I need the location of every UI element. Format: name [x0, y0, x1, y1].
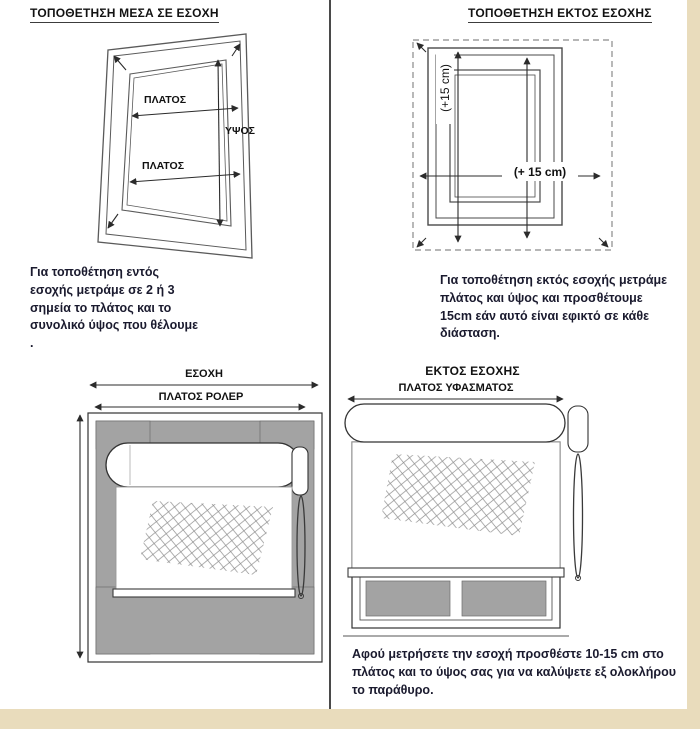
fabric-mesh-texture [381, 454, 535, 536]
blind-bottom-bar [112, 588, 296, 598]
title-inside-recess: ΤΟΠΟΘΕΤΗΣΗ ΜΕΣΑ ΣΕ ΕΣΟΧΗ [30, 6, 219, 23]
width-label-bottom: ΠΛΑΤΟΣ [142, 160, 184, 172]
roller-width-label: ΠΛΑΤΟΣ ΡΟΛΕΡ [159, 391, 244, 403]
horizontal-allowance-label: (+ 15 cm) [514, 165, 566, 179]
label-backdrop [436, 54, 454, 124]
corner-arrow-top-left-icon [416, 42, 427, 53]
window-glass-panes [365, 580, 547, 617]
window-frame [427, 47, 563, 226]
pull-chain-end [575, 575, 581, 581]
width-arrow-bottom [129, 170, 241, 186]
corner-arrow-bottom-right-icon [598, 237, 609, 248]
height-arrow [214, 59, 224, 227]
page-frame-right [687, 0, 700, 729]
fabric-width-label: ΠΛΑΤΟΣ ΥΦΑΣΜΑΤΟΣ [399, 382, 514, 394]
corner-arrow-top-right-icon [231, 43, 241, 57]
corner-arrow-bottom-left-icon [416, 237, 427, 248]
blind-bottom-bar [347, 567, 565, 578]
recess-label: ΕΣΟΧΗ [185, 368, 223, 380]
pull-chain [572, 453, 584, 579]
diagram-window-outside-recess: (+15 cm) (+ 15 cm) [412, 39, 613, 251]
roller-bracket [567, 405, 589, 453]
diagram-roller-inside-recess: ΕΣΟΧΗ ΠΛΑΤΟΣ ΡΟΛΕΡ [76, 368, 323, 663]
window-frame-perspective [97, 33, 253, 259]
allowance-dashed-outline [412, 39, 613, 251]
roller-tube [105, 442, 301, 488]
corner-arrow-bottom-left-icon [107, 213, 119, 229]
vertical-divider [329, 0, 331, 709]
measure-arrows [107, 43, 241, 229]
width-label-top: ΠΛΑΤΟΣ [144, 94, 186, 106]
height-label: ΥΨΟΣ [225, 125, 255, 137]
pull-chain-end [298, 593, 304, 599]
title-outside-recess: ΤΟΠΟΘΕΤΗΣΗ ΕΚΤΟΣ ΕΣΟΧΗΣ [468, 6, 652, 23]
fabric-mesh-texture [140, 501, 273, 575]
label-backdrop [502, 162, 578, 181]
caption-inside-recess: Για τοποθέτηση εντός εσοχής μετράμε σε 2… [30, 265, 199, 350]
corner-arrow-top-left-icon [113, 55, 127, 71]
page-frame-bottom [0, 709, 700, 729]
caption-measure-advice: Αφού μετρήσετε την εσοχή προσθέστε 10-15… [352, 647, 677, 697]
diagram-window-inside-recess: ΠΛΑΤΟΣ ΠΛΑΤΟΣ ΥΨΟΣ [97, 33, 255, 259]
caption-outside-recess: Για τοποθέτηση εκτός εσοχής μετράμε πλάτ… [440, 273, 668, 341]
vertical-allowance-label: (+15 cm) [438, 64, 452, 112]
width-arrow-top [131, 104, 239, 120]
title-outside-recess-mounted: ΕΚΤΟΣ ΕΣΟΧΗΣ [425, 364, 520, 378]
pull-chain [296, 495, 306, 597]
roller-tube [344, 403, 566, 443]
diagram-roller-outside-recess: ΠΛΑΤΟΣ ΥΦΑΣΜΑΤΟΣ [343, 382, 589, 637]
roller-bracket [291, 446, 309, 496]
